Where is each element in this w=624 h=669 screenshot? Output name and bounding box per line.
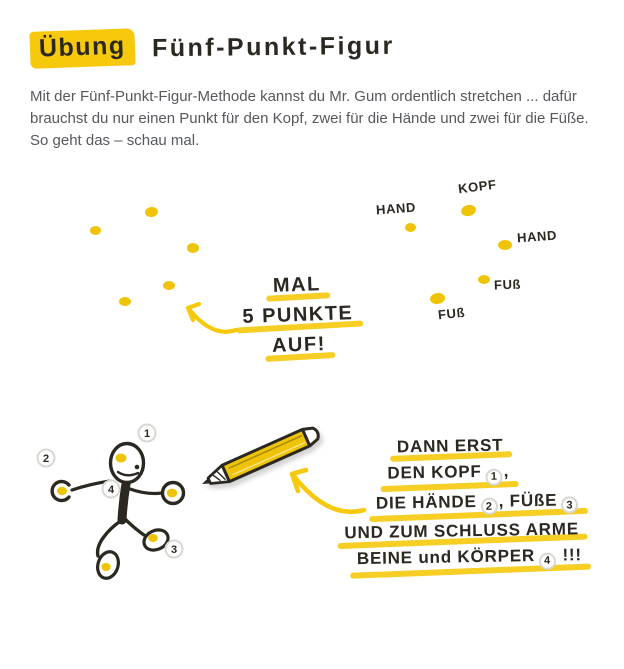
step-text: DIE HÄNDE	[375, 491, 477, 513]
figure-left-foot-dot	[101, 563, 111, 571]
figure-number-ring	[101, 479, 121, 499]
step-text: !!!	[562, 545, 583, 565]
figure-right-hand-dot	[166, 488, 178, 498]
step-line-1: DANN ERST	[397, 434, 620, 458]
point-label-fuss-right: FUß	[493, 276, 522, 293]
page-header: Übung Fünf-Punkt-Figur	[29, 28, 395, 69]
figure-dot	[119, 297, 131, 306]
figure-dot	[163, 281, 175, 290]
figure-right-foot-dot	[148, 534, 158, 542]
number-badge: 4	[538, 552, 557, 570]
figure-left-leg	[95, 518, 124, 558]
point-label-fuss-left: FUß	[437, 304, 466, 323]
step-text: DANN ERST	[396, 435, 504, 457]
figure-dot	[90, 226, 101, 235]
figure-head-dot	[115, 453, 127, 463]
figure-right-arm	[128, 487, 164, 496]
curved-arrow-to-dots-icon	[185, 301, 239, 334]
figure-number-ring	[137, 423, 157, 443]
figure-dot	[187, 243, 199, 253]
step-text: UND ZUM SCHLUSS ARME	[344, 519, 580, 543]
pencil-icon	[202, 426, 320, 485]
pencil-end-cap	[300, 426, 320, 448]
draw-points-note: MAL 5 PUNKTE AUF!	[236, 272, 359, 366]
step-text: ,	[503, 461, 510, 481]
figure-head	[108, 441, 146, 485]
point-label-kopf: KOPF	[457, 176, 498, 197]
intro-line: Mit der Fünf-Punkt-Figur-Methode kannst …	[30, 88, 577, 105]
point-dot-hand-left	[405, 223, 416, 232]
point-dot-kopf	[459, 203, 478, 218]
figure-number-hand-left: 2	[43, 453, 49, 465]
step-text: BEINE und KÖRPER	[356, 546, 536, 569]
figure-number-head: 1	[144, 428, 150, 440]
figure-number-ring	[36, 448, 56, 468]
exercise-title: Fünf-Punkt-Figur	[151, 31, 395, 63]
step-line-4: UND ZUM SCHLUSS ARME	[344, 519, 621, 544]
figure-left-hand-dot	[57, 486, 67, 496]
number-badge: 2	[480, 497, 498, 515]
intro-paragraph: Mit der Fünf-Punkt-Figur-Methode kannst …	[30, 86, 615, 152]
step-text: DEN KOPF	[387, 461, 482, 483]
point-label-hand-left: HAND	[375, 199, 417, 218]
figure-smile	[116, 470, 140, 477]
figure-right-leg	[122, 516, 146, 537]
figure-dot	[144, 206, 159, 218]
note-line: AUF!	[271, 333, 327, 357]
figure-eye	[134, 464, 140, 470]
note-line: 5 PUNKTE	[242, 302, 354, 328]
point-dot-fuss-right	[478, 275, 490, 284]
five-point-figure-drawing: 1 2 4 3	[36, 423, 186, 580]
figure-number-foot-right: 3	[171, 544, 177, 556]
step-text: , FÜßE	[498, 490, 558, 511]
figure-number-body: 4	[108, 484, 115, 496]
point-label-hand-right: HAND	[516, 227, 558, 246]
point-dot-fuss-left	[429, 291, 446, 306]
note-line: MAL	[272, 273, 322, 297]
intro-line: brauchst du nur einen Punkt für den Kopf…	[30, 110, 589, 127]
figure-number-ring	[164, 539, 184, 559]
intro-line: So geht das – schau mal.	[30, 132, 200, 149]
number-badge: 1	[485, 468, 503, 486]
uebung-highlight-badge: Übung	[29, 28, 136, 69]
curved-arrow-to-figure-icon	[289, 467, 367, 515]
number-badge: 3	[561, 496, 579, 514]
figure-torso	[117, 479, 131, 525]
point-dot-hand-right	[498, 240, 512, 250]
